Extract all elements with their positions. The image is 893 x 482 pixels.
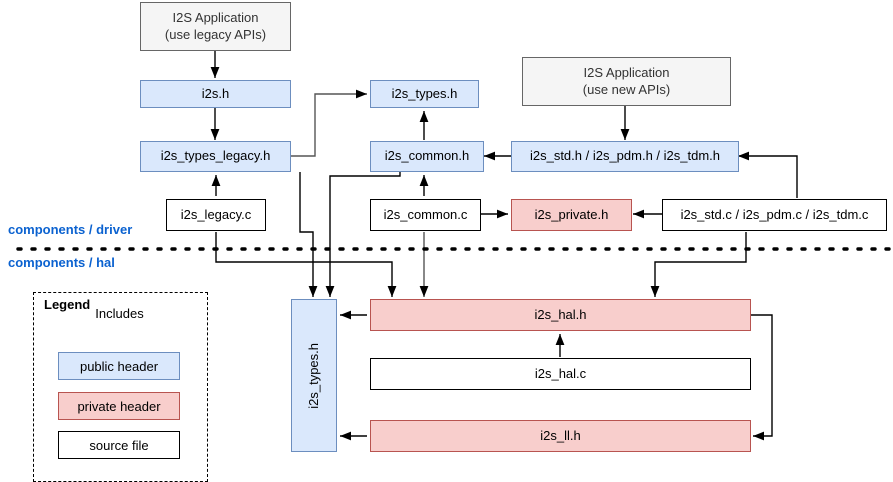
legend-item-label: private header	[77, 398, 161, 414]
node-label: i2s_legacy.c	[180, 206, 252, 222]
node-label: i2s_common.h	[384, 148, 470, 164]
node-label: i2s_common.c	[383, 206, 468, 222]
node-i2s-h[interactable]: i2s.h	[140, 80, 291, 108]
node-label: I2S Application (use legacy APIs)	[164, 10, 267, 42]
node-i2s-ll-h[interactable]: i2s_ll.h	[370, 420, 751, 452]
node-label: i2s_std.c / i2s_pdm.c / i2s_tdm.c	[680, 206, 869, 222]
node-i2s-types-legacy-h[interactable]: i2s_types_legacy.h	[140, 141, 291, 172]
zone-label-driver: components / driver	[8, 222, 133, 237]
node-i2s-hal-c[interactable]: i2s_hal.c	[370, 358, 751, 390]
legend-swatch-private-header: private header	[58, 392, 180, 420]
node-i2s-types-h-hal[interactable]: i2s_types.h	[291, 299, 337, 452]
legend-item-label: source file	[89, 437, 149, 453]
node-i2s-hal-h[interactable]: i2s_hal.h	[370, 299, 751, 331]
node-app-legacy[interactable]: I2S Application (use legacy APIs)	[140, 2, 291, 51]
node-app-new[interactable]: I2S Application (use new APIs)	[522, 57, 731, 106]
node-label: i2s_std.h / i2s_pdm.h / i2s_tdm.h	[529, 148, 721, 164]
node-label: i2s_ll.h	[540, 427, 581, 443]
node-label: i2s_types.h	[305, 342, 321, 409]
legend-swatch-public-header: public header	[58, 352, 180, 380]
node-i2s-common-c[interactable]: i2s_common.c	[370, 199, 481, 231]
legend-item-label: public header	[79, 358, 159, 374]
node-label: i2s_types_legacy.h	[160, 148, 271, 164]
legend-includes-label: Includes	[95, 306, 144, 321]
node-label: i2s_hal.h	[534, 306, 587, 322]
node-i2s-types-h[interactable]: i2s_types.h	[370, 80, 479, 108]
node-i2s-std-pdm-tdm-c[interactable]: i2s_std.c / i2s_pdm.c / i2s_tdm.c	[662, 199, 887, 231]
node-i2s-private-h[interactable]: i2s_private.h	[511, 199, 632, 231]
legend-title: Legend	[44, 297, 91, 312]
node-label: i2s_private.h	[534, 206, 609, 222]
legend-swatch-source-file: source file	[58, 431, 180, 459]
node-i2s-common-h[interactable]: i2s_common.h	[370, 141, 484, 172]
node-label: i2s_hal.c	[534, 365, 587, 381]
node-label: i2s.h	[201, 85, 230, 101]
node-i2s-std-pdm-tdm-h[interactable]: i2s_std.h / i2s_pdm.h / i2s_tdm.h	[511, 141, 739, 172]
node-label: i2s_types.h	[391, 85, 458, 101]
node-label: I2S Application (use new APIs)	[582, 65, 671, 97]
zone-label-hal: components / hal	[8, 255, 115, 270]
node-i2s-legacy-c[interactable]: i2s_legacy.c	[166, 199, 266, 231]
